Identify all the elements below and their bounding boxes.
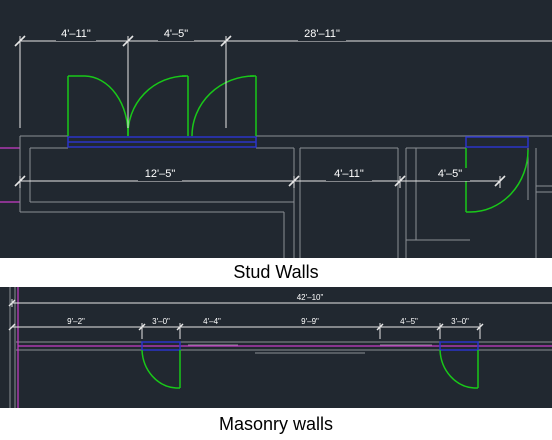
property-line (0, 147, 20, 203)
door-masonry-right (439, 349, 479, 389)
dimension-labels: 4'–11" 4'–5" 28'–11" 12'–5" 4'–11" 4'–5" (56, 28, 470, 181)
stud-walls (19, 135, 552, 258)
masonry-dim-5: 4'–5" (400, 317, 418, 326)
stud-walls-svg: 4'–11" 4'–5" 28'–11" 12'–5" 4'–11" 4'–5" (0, 28, 552, 258)
dim-label-bottom-1: 12'–5" (145, 168, 176, 180)
masonry-property-line (17, 287, 552, 408)
masonry-dim-2: 3'–0" (152, 317, 170, 326)
masonry-dim-4: 9'–9" (301, 317, 319, 326)
door-side-room (465, 148, 529, 213)
masonry-doors (141, 349, 479, 389)
masonry-dim-3: 4'–4" (203, 317, 221, 326)
masonry-walls-svg: 42'–10" 9'–2" 3'–0" 4'–4" 9'–9" 4'–5" 3'… (8, 287, 552, 408)
masonry-walls-caption: Masonry walls (218, 414, 334, 434)
masonry-dimension-labels: 42'–10" 9'–2" 3'–0" 4'–4" 9'–9" 4'–5" 3'… (67, 293, 469, 326)
dim-label-bottom-3: 4'–5" (438, 168, 462, 180)
dim-label-top-3: 28'–11" (304, 28, 340, 40)
dim-label-bottom-2: 4'–11" (334, 168, 364, 180)
masonry-dim-overall: 42'–10" (297, 293, 324, 302)
masonry-walls (9, 287, 552, 408)
stud-doors (67, 75, 529, 213)
masonry-headers (141, 341, 479, 351)
dim-label-top-1: 4'–11" (61, 28, 91, 40)
door-single-left (67, 75, 129, 137)
door-double-right (191, 75, 257, 137)
dimension-lines (14, 35, 552, 188)
masonry-dimension-lines (8, 299, 552, 339)
door-masonry-left (141, 349, 181, 389)
stud-walls-drawing: 4'–11" 4'–5" 28'–11" 12'–5" 4'–11" 4'–5" (0, 0, 552, 258)
dim-label-top-2: 4'–5" (164, 28, 188, 40)
stud-walls-caption: Stud Walls (233, 262, 319, 282)
masonry-dim-6: 3'–0" (451, 317, 469, 326)
door-headers (67, 136, 529, 148)
masonry-dim-1: 9'–2" (67, 317, 85, 326)
door-double-left (127, 75, 189, 137)
masonry-walls-drawing: 42'–10" 9'–2" 3'–0" 4'–4" 9'–9" 4'–5" 3'… (0, 287, 552, 408)
